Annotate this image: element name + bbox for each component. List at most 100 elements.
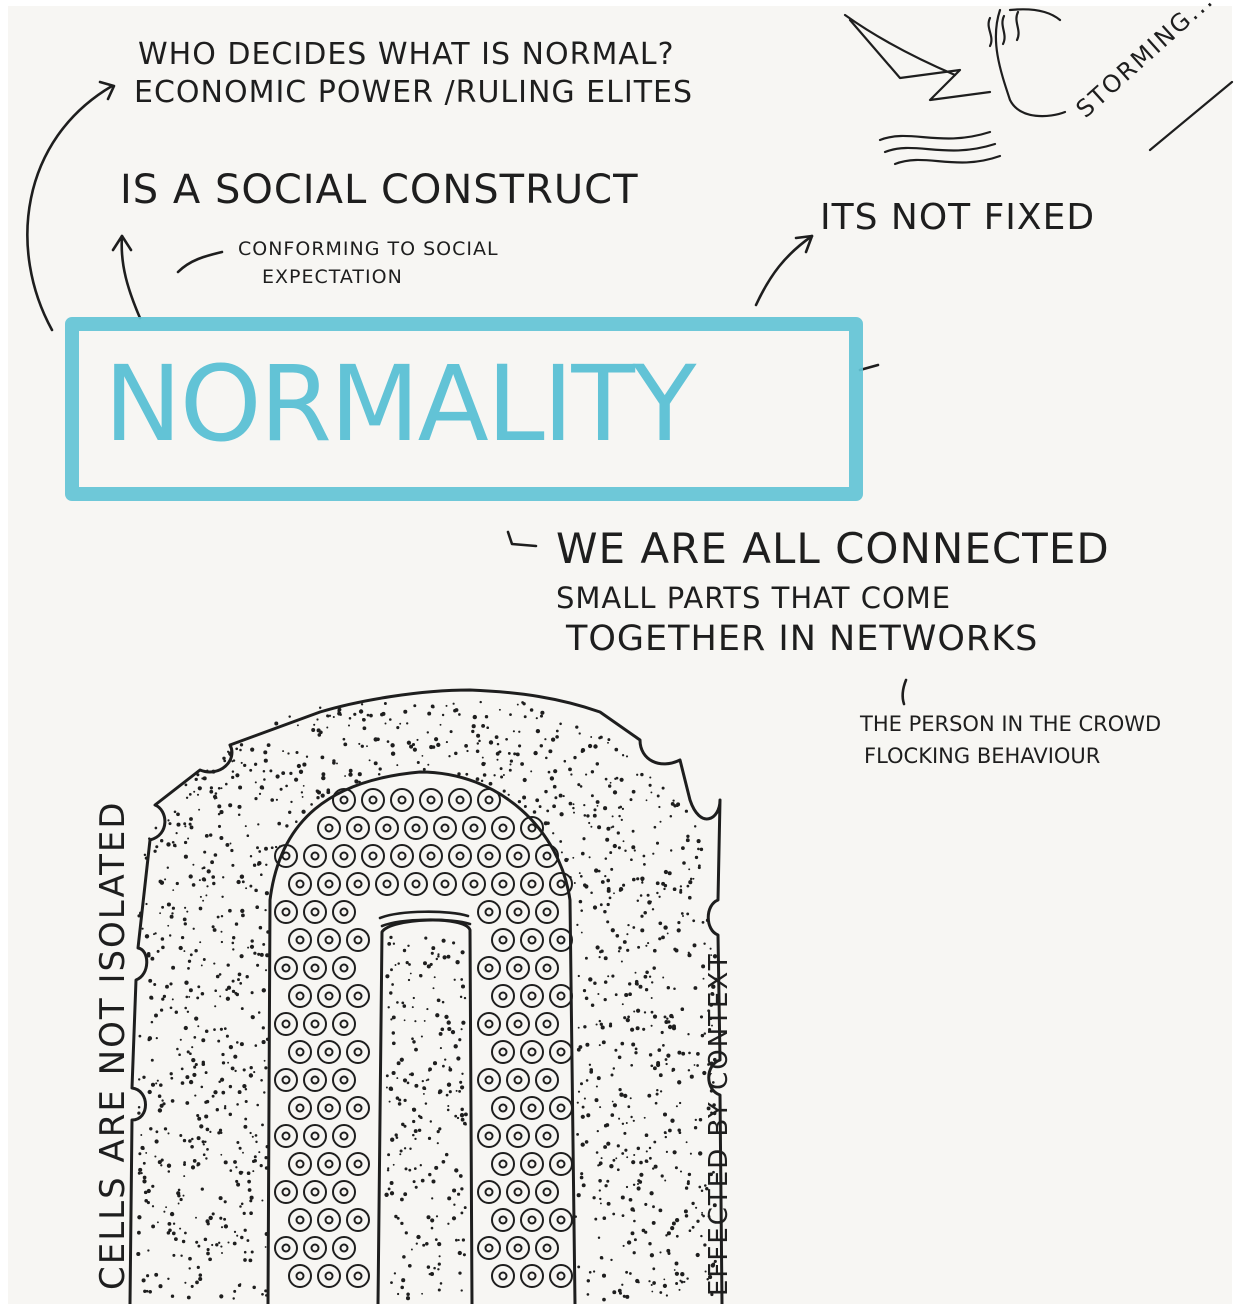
- stipple-dot: [437, 955, 440, 958]
- stipple-dot: [604, 874, 607, 878]
- stipple-dot: [225, 782, 228, 786]
- cell-nucleus: [353, 991, 363, 1001]
- stipple-dot: [655, 841, 660, 845]
- stipple-dot: [692, 943, 697, 948]
- stipple-dot: [179, 1197, 183, 1202]
- stipple-dot: [177, 1202, 180, 1205]
- stipple-dot: [573, 811, 575, 814]
- stipple-dot: [406, 740, 412, 745]
- stipple-dot: [463, 1206, 467, 1210]
- stipple-dot: [517, 799, 522, 804]
- stipple-dot: [203, 850, 207, 854]
- stipple-dot: [576, 923, 579, 927]
- stipple-dot: [265, 1294, 268, 1297]
- stipple-dot: [217, 1131, 221, 1135]
- stipple-dot: [544, 738, 547, 741]
- stipple-dot: [630, 1207, 635, 1212]
- cell-nucleus: [484, 851, 494, 861]
- stipple-dot: [701, 921, 705, 924]
- stipple-dot: [580, 1114, 585, 1119]
- stipple-dot: [602, 1216, 607, 1220]
- stipple-dot: [169, 1006, 173, 1010]
- stipple-dot: [698, 1151, 703, 1156]
- stipple-dot: [427, 1136, 432, 1141]
- cell-circle: [288, 928, 312, 952]
- stipple-dot: [249, 1066, 253, 1070]
- stipple-dot: [313, 723, 316, 726]
- cell-nucleus: [556, 991, 566, 1001]
- stipple-dot: [606, 920, 610, 924]
- stipple-dot: [156, 1079, 159, 1082]
- stipple-dot: [529, 708, 534, 712]
- stipple-dot: [198, 1273, 203, 1277]
- stipple-dot: [188, 1267, 191, 1270]
- stipple-dot: [404, 1231, 408, 1235]
- stipple-dot: [193, 1036, 197, 1039]
- stipple-dot: [453, 1044, 458, 1049]
- cell-circle: [477, 1012, 501, 1036]
- stipple-dot: [418, 1114, 421, 1118]
- cell-nucleus: [324, 991, 334, 1001]
- cell-nucleus: [542, 851, 552, 861]
- stipple-dot: [616, 1144, 620, 1148]
- stipple-dot: [159, 1103, 164, 1108]
- cell-circle: [288, 1040, 312, 1064]
- stipple-dot: [669, 849, 673, 852]
- stipple-dot: [687, 953, 692, 958]
- stipple-dot: [396, 726, 400, 730]
- stipple-dot: [305, 755, 309, 758]
- stipple-dot: [385, 1074, 389, 1078]
- stipple-dot: [155, 1037, 158, 1040]
- stipple-dot: [264, 891, 269, 896]
- stipple-dot: [590, 794, 594, 798]
- stipple-dot: [653, 1140, 657, 1144]
- stipple-dot: [627, 923, 630, 927]
- storm-scribble: [843, 8, 1234, 166]
- stipple-dot: [608, 784, 612, 788]
- stipple-dot: [414, 1047, 418, 1052]
- stipple-dot: [585, 773, 588, 776]
- stipple-dot: [438, 1127, 442, 1131]
- stipple-dot: [598, 1044, 601, 1047]
- stipple-dot: [186, 1295, 191, 1300]
- cell-nucleus: [324, 935, 334, 945]
- stipple-dot: [558, 793, 563, 798]
- stipple-dot: [707, 1215, 711, 1218]
- stipple-dot: [360, 703, 364, 706]
- stipple-dot: [167, 924, 170, 927]
- stipple-dot: [137, 1171, 141, 1175]
- stipple-dot: [598, 1189, 601, 1192]
- stipple-dot: [460, 984, 466, 989]
- stipple-dot: [263, 1091, 266, 1094]
- stipple-dot: [194, 777, 198, 782]
- stipple-dot: [143, 853, 147, 857]
- stipple-dot: [421, 1292, 423, 1295]
- stipple-dot: [217, 1039, 221, 1043]
- stipple-dot: [266, 930, 270, 934]
- stipple-dot: [145, 1289, 149, 1293]
- cell-circle: [477, 1068, 501, 1092]
- stipple-dot: [620, 960, 623, 963]
- stipple-dot: [709, 947, 712, 950]
- stipple-dot: [194, 1062, 198, 1067]
- stipple-dot: [611, 825, 615, 828]
- stipple-dot: [387, 1167, 390, 1170]
- stipple-dot: [285, 824, 289, 828]
- stipple-dot: [224, 1104, 227, 1108]
- cell-nucleus: [542, 907, 552, 917]
- stipple-dot: [219, 1131, 223, 1135]
- stipple-dot: [458, 1089, 462, 1093]
- stipple-dot: [228, 751, 233, 756]
- stipple-dot: [659, 1090, 663, 1093]
- stipple-dot: [204, 1140, 207, 1143]
- stipple-dot: [161, 945, 165, 950]
- stipple-dot: [410, 1072, 414, 1077]
- stipple-dot: [523, 805, 527, 808]
- stipple-dot: [710, 954, 713, 957]
- cell-nucleus: [324, 1103, 334, 1113]
- stipple-dot: [572, 856, 575, 859]
- stipple-dot: [588, 977, 593, 982]
- cell-nucleus: [498, 1047, 508, 1057]
- stipple-dot: [595, 1151, 599, 1154]
- stipple-dot: [412, 1133, 415, 1137]
